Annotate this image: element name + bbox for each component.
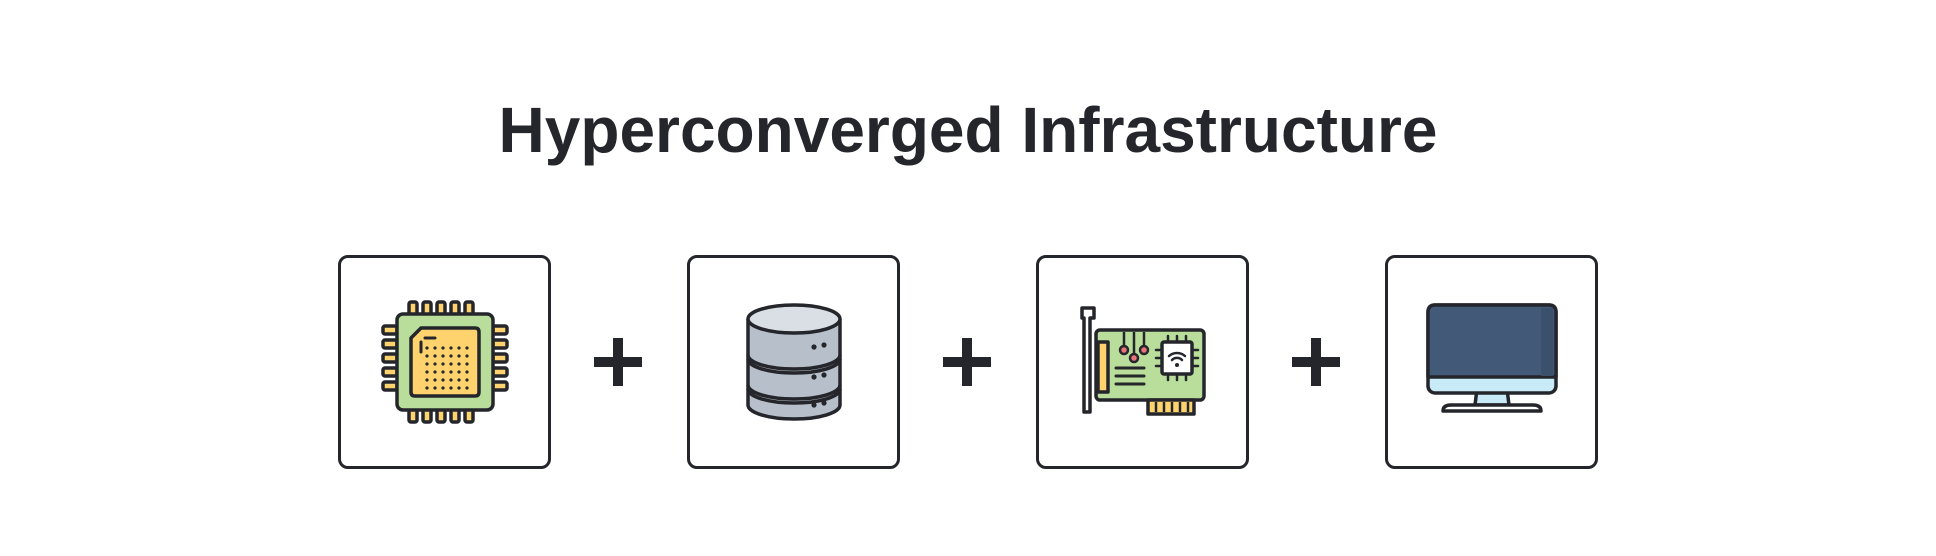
network-card-card xyxy=(1036,255,1249,469)
cpu-chip-icon xyxy=(380,300,509,424)
plus-operator-1 xyxy=(549,255,687,469)
database-card xyxy=(687,255,900,469)
monitor-icon xyxy=(1425,303,1558,413)
plus-icon xyxy=(594,338,642,386)
network-card-icon xyxy=(1079,306,1206,416)
plus-icon xyxy=(943,338,991,386)
cpu-card xyxy=(338,255,551,469)
monitor-card xyxy=(1385,255,1598,469)
database-icon xyxy=(745,303,842,421)
plus-operator-2 xyxy=(898,255,1036,469)
plus-icon xyxy=(1292,338,1340,386)
component-row xyxy=(338,255,1603,469)
plus-operator-3 xyxy=(1247,255,1385,469)
page-title: Hyperconverged Infrastructure xyxy=(498,94,1438,166)
